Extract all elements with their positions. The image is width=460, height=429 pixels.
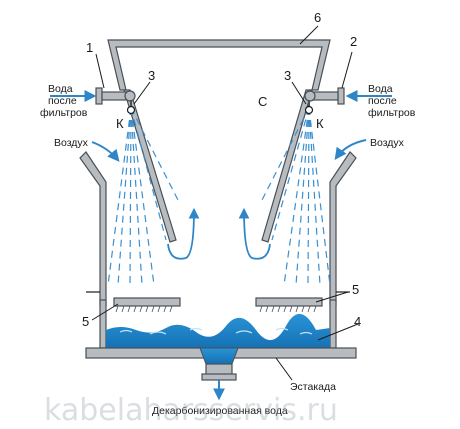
air-arrow-left [91, 141, 120, 162]
inlet-left [95, 87, 136, 115]
trestle-label: Эстакада [290, 381, 336, 393]
left-lower-wall [99, 299, 107, 349]
label-3-right: 3 [284, 68, 291, 83]
airflow-arrow-right [238, 207, 271, 260]
right-baffle [261, 89, 313, 243]
spray-left [107, 107, 179, 286]
water-label-left: Вода после фильтров [40, 83, 88, 119]
leader-1 [95, 53, 105, 89]
water-basin [106, 313, 330, 350]
leader-2 [341, 51, 353, 89]
output-label: Декарбонизированная вода [152, 405, 288, 417]
label-c: С [258, 94, 267, 109]
water-label-right: Вода после фильтров [368, 83, 416, 119]
top-cover [107, 39, 331, 91]
label-5-left: 5 [82, 314, 89, 329]
label-k-right: К [316, 116, 324, 131]
left-wall [79, 151, 107, 306]
leader-4 [317, 323, 359, 341]
right-lower-wall [329, 299, 337, 349]
left-baffle [123, 89, 177, 243]
leader-5-left [91, 303, 119, 321]
air-arrow-right [334, 139, 367, 160]
leader-3-right [291, 81, 307, 105]
label-4: 4 [354, 314, 361, 329]
label-2: 2 [350, 34, 357, 49]
label-6: 6 [314, 10, 321, 25]
label-3-left: 3 [148, 68, 155, 83]
label-k-left: К [116, 116, 124, 131]
outlet-funnel [199, 347, 239, 365]
air-label-left: Воздух [54, 137, 89, 149]
tray-left [113, 297, 181, 313]
tray-right [255, 297, 323, 313]
leader-trestle [275, 357, 293, 381]
air-label-right: Воздух [370, 137, 405, 149]
leader-3-left [133, 81, 151, 105]
label-1: 1 [86, 40, 93, 55]
watermark: kabelaharsservis.ru [44, 393, 338, 428]
leader-5-right [315, 291, 349, 303]
label-5-right: 5 [352, 282, 359, 297]
water-surface-foam [119, 327, 313, 335]
outlet-flange [201, 373, 237, 381]
inlet-right [304, 87, 345, 115]
airflow-arrow-left [167, 207, 200, 260]
spray-right [261, 107, 331, 286]
leader-6 [299, 25, 319, 45]
